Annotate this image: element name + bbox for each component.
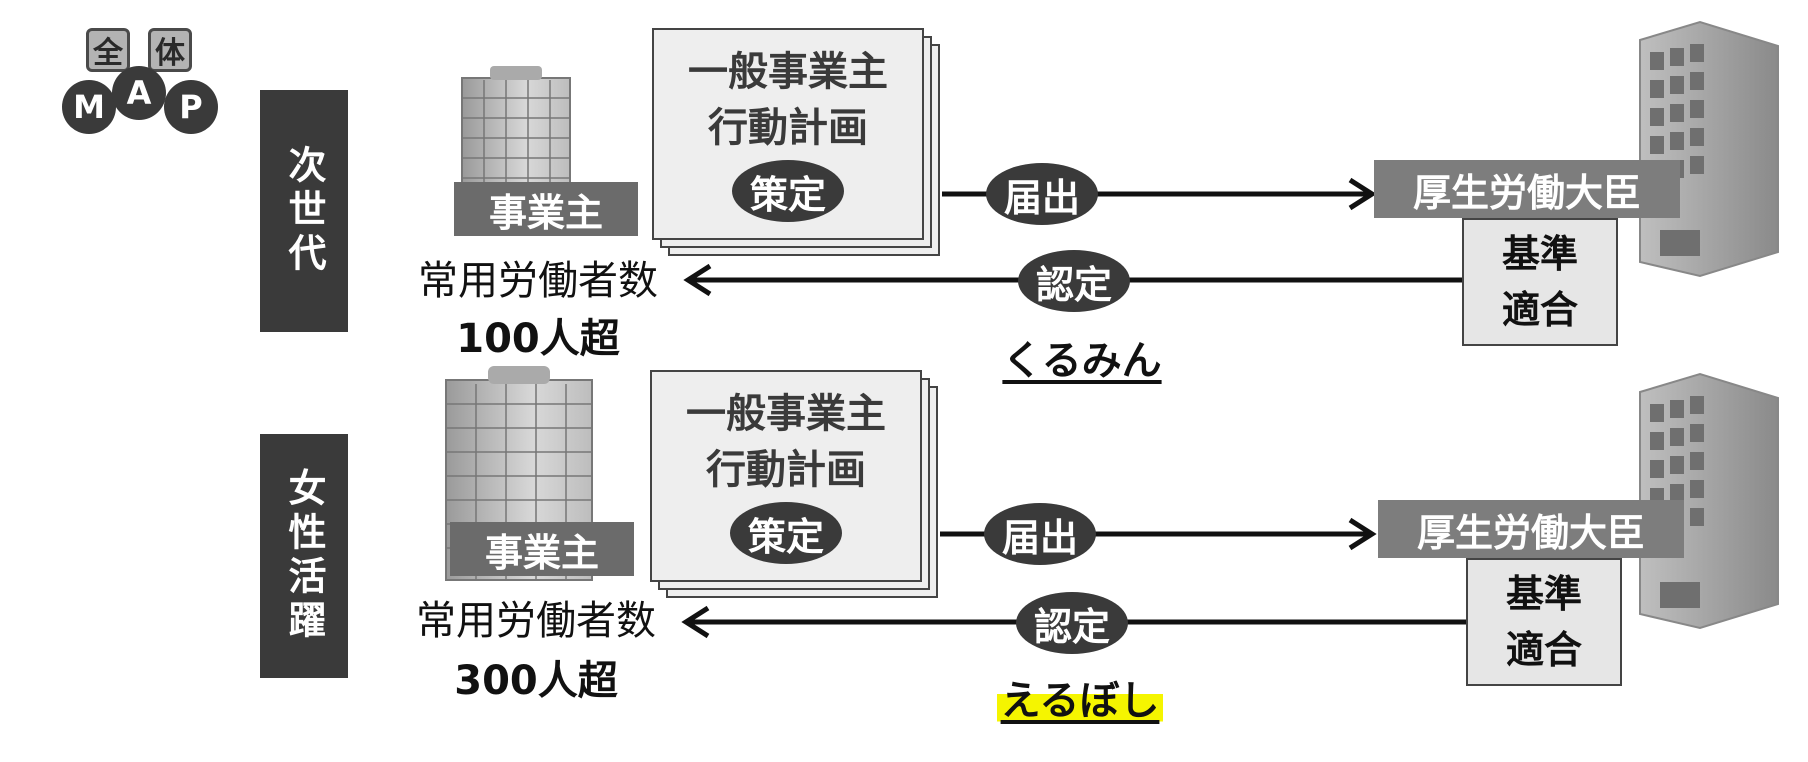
criteria-line2: 適合 bbox=[1505, 628, 1582, 672]
plan-action-badge: 策定 bbox=[730, 502, 842, 564]
worker-threshold: 100人超 bbox=[456, 316, 620, 362]
certify-badge: 認定 bbox=[1016, 592, 1128, 654]
logo-letter-p: P bbox=[164, 80, 218, 134]
workers-label: 常用労働者数 bbox=[416, 598, 656, 644]
logo-char-zen: 全 bbox=[86, 28, 130, 72]
row-label: 次世代 bbox=[260, 90, 348, 332]
submit-badge: 届出 bbox=[986, 163, 1098, 225]
criteria-line1: 基準 bbox=[1505, 572, 1582, 616]
criteria-line1: 基準 bbox=[1501, 232, 1578, 276]
row-label: 女性活躍 bbox=[260, 434, 348, 678]
certify-badge: 認定 bbox=[1018, 250, 1130, 312]
employer-label: 事業主 bbox=[450, 522, 634, 576]
criteria-box: 基準 適合 bbox=[1462, 218, 1618, 346]
plan-title-line1: 一般事業主 bbox=[688, 49, 888, 95]
ministry-building-icon bbox=[1639, 20, 1779, 278]
authority-label: 厚生労働大臣 bbox=[1374, 160, 1680, 218]
certification-name: くるみん bbox=[1002, 338, 1162, 384]
worker-threshold: 300人超 bbox=[454, 658, 618, 704]
authority-label: 厚生労働大臣 bbox=[1378, 500, 1684, 558]
certification-name: えるぼし bbox=[990, 668, 1170, 726]
workers-label: 常用労働者数 bbox=[418, 258, 658, 304]
logo-letter-m: M bbox=[62, 80, 116, 134]
action-plan-document: 一般事業主 行動計画 策定 bbox=[650, 370, 922, 582]
action-plan-document: 一般事業主 行動計画 策定 bbox=[652, 28, 924, 240]
plan-action-badge: 策定 bbox=[732, 160, 844, 222]
logo-letter-a: A bbox=[112, 66, 166, 120]
plan-title-line2: 行動計画 bbox=[706, 447, 866, 493]
plan-title-line1: 一般事業主 bbox=[686, 391, 886, 437]
logo-char-tai: 体 bbox=[148, 28, 192, 72]
certification-name-text: えるぼし bbox=[996, 678, 1164, 724]
criteria-line2: 適合 bbox=[1501, 288, 1578, 332]
plan-title-line2: 行動計画 bbox=[708, 105, 868, 151]
employer-label: 事業主 bbox=[454, 182, 638, 236]
submit-badge: 届出 bbox=[984, 503, 1096, 565]
criteria-box: 基準 適合 bbox=[1466, 558, 1622, 686]
